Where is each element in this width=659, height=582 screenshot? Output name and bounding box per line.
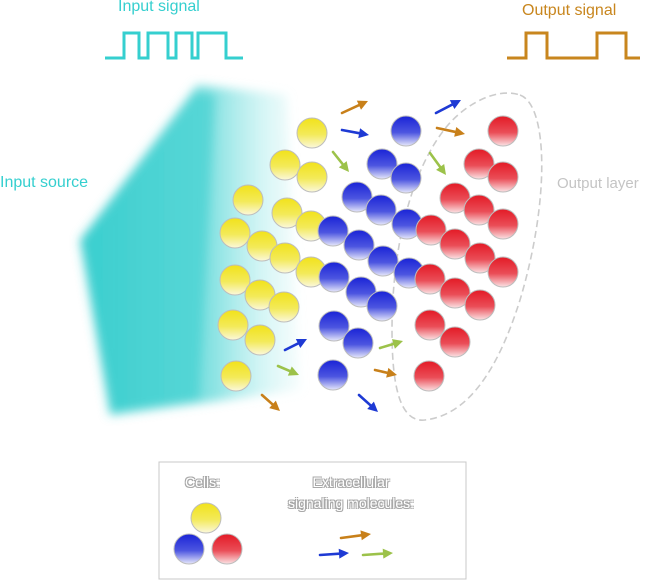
output-layer-label: Output layer xyxy=(557,175,639,192)
legend-molecules-label: Extracellular signaling molecules: xyxy=(288,472,414,514)
legend-red-cell xyxy=(211,533,243,565)
yellow-cell xyxy=(232,184,264,216)
blue-molecule-arrow xyxy=(357,393,378,412)
red-cell xyxy=(464,289,496,321)
input-signal-label: Input signal xyxy=(118,0,200,15)
red-cell xyxy=(487,161,519,193)
blue-cell xyxy=(341,181,373,213)
red-cell xyxy=(487,115,519,147)
legend-arrows xyxy=(318,530,393,559)
blue-cell xyxy=(366,148,398,180)
legend-green-arrow xyxy=(361,548,393,559)
red-cell xyxy=(413,360,445,392)
yellow-cell xyxy=(219,217,251,249)
blue-cell xyxy=(318,261,350,293)
yellow-cell xyxy=(220,360,252,392)
red-cell xyxy=(414,263,446,295)
orange-molecule-arrow xyxy=(373,367,397,378)
legend-blue-cell xyxy=(173,533,205,565)
red-cell xyxy=(487,208,519,240)
red-cell xyxy=(439,228,471,260)
output-signal-label: Output signal xyxy=(522,2,617,19)
output-layer-outline xyxy=(391,92,543,421)
yellow-cell xyxy=(271,197,303,229)
blue-cell xyxy=(390,162,422,194)
red-cell xyxy=(439,326,471,358)
legend-molecules-line1: Extracellular xyxy=(312,474,390,490)
orange-molecule-arrow xyxy=(260,393,280,411)
legend-blue-arrow xyxy=(318,548,349,559)
red-cell xyxy=(414,309,446,341)
blue-cell xyxy=(317,215,349,247)
yellow-cell xyxy=(296,117,328,149)
red-cell xyxy=(487,256,519,288)
yellow-cell xyxy=(244,324,276,356)
blue-cell xyxy=(317,359,349,391)
orange-molecule-arrow xyxy=(340,100,368,115)
orange-molecule-arrow xyxy=(435,126,465,137)
blue-molecule-arrow xyxy=(434,100,461,115)
yellow-cell xyxy=(268,291,300,323)
blue-molecule-arrow xyxy=(340,128,369,139)
legend-orange-arrow xyxy=(339,530,371,541)
green-molecule-arrow xyxy=(428,151,446,175)
legend-cells-label: Cells: xyxy=(185,474,221,490)
output-signal-waveform xyxy=(507,31,640,60)
green-molecule-arrow xyxy=(378,339,403,350)
yellow-cell xyxy=(217,309,249,341)
red-cell xyxy=(415,214,447,246)
yellow-cell xyxy=(296,161,328,193)
blue-cell xyxy=(318,310,350,342)
red-cell xyxy=(463,148,495,180)
input-source-label: Input source xyxy=(0,174,89,191)
red-cell xyxy=(439,277,471,309)
blue-cell xyxy=(366,290,398,322)
blue-cell xyxy=(390,115,422,147)
input-signal-waveform xyxy=(105,31,243,60)
yellow-cell xyxy=(219,264,251,296)
blue-cell xyxy=(342,327,374,359)
blue-cell xyxy=(343,229,375,261)
legend-cells xyxy=(173,502,243,565)
legend-yellow-cell xyxy=(190,502,222,534)
blue-cell xyxy=(367,245,399,277)
green-molecule-arrow xyxy=(276,364,299,376)
yellow-cell xyxy=(269,149,301,181)
molecules-layer xyxy=(260,100,465,412)
cells-layer xyxy=(217,115,519,392)
blue-molecule-arrow xyxy=(283,339,307,352)
yellow-cell xyxy=(269,242,301,274)
blue-cell xyxy=(365,194,397,226)
red-cell xyxy=(464,242,496,274)
red-cell xyxy=(463,194,495,226)
legend-molecules-line2: signaling molecules: xyxy=(288,495,415,511)
green-molecule-arrow xyxy=(331,150,349,172)
